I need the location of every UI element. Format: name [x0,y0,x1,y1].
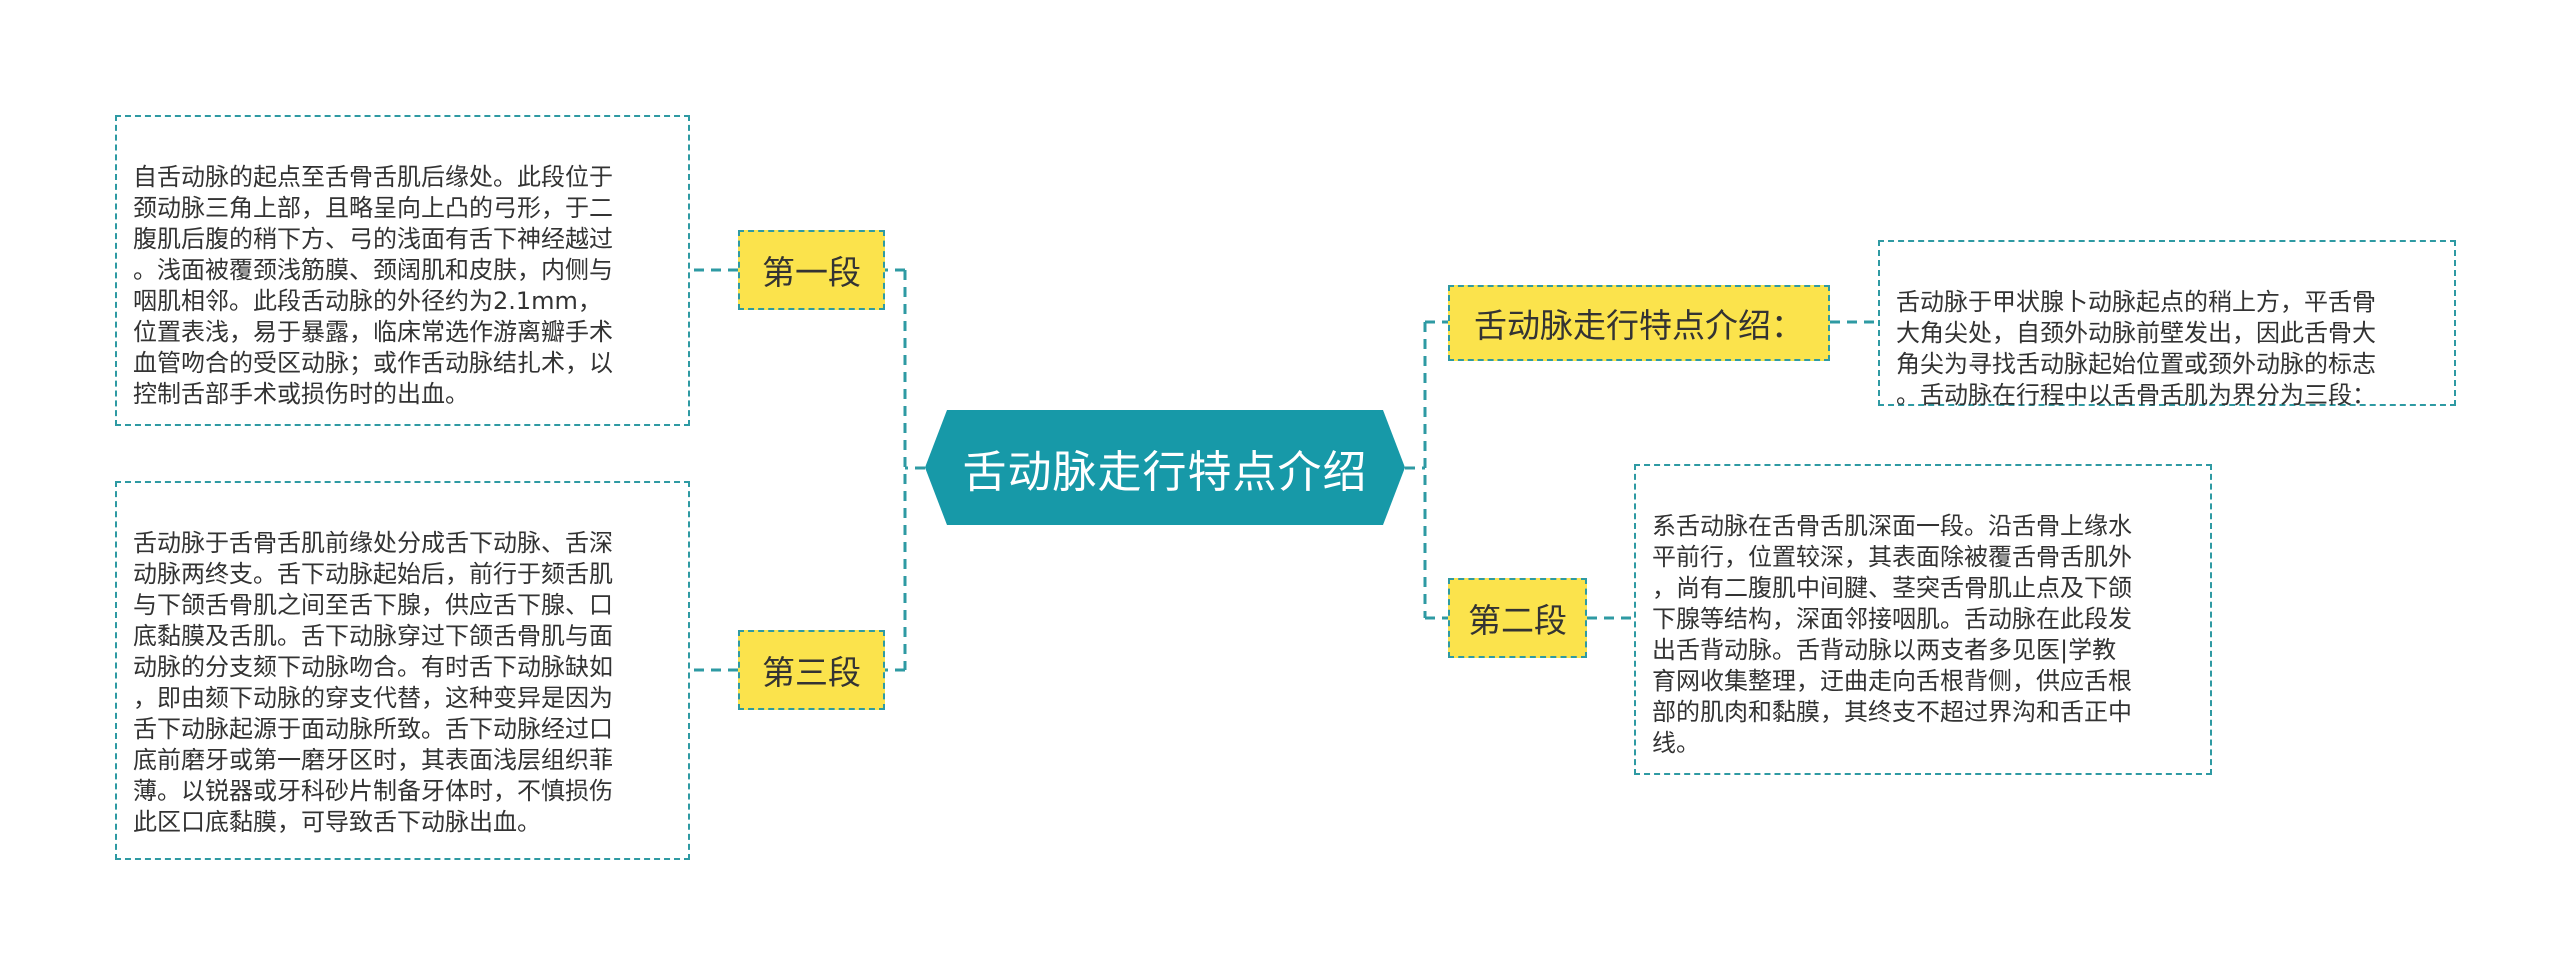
central-hexagon-shape [925,410,1405,525]
central-topic[interactable]: 舌动脉走行特点介绍 [925,410,1405,525]
central-topic-title: 舌动脉走行特点介绍 [962,446,1368,498]
branch-intro-label: 舌动脉走行特点介绍： [1474,306,1804,345]
branch-seg3[interactable]: 第三段 [738,630,885,710]
note-seg3: 舌动脉于舌骨舌肌前缘处分成舌下动脉、舌深 动脉两终支。舌下动脉起始后，前行于颏舌… [115,481,690,860]
note-seg2: 系舌动脉在舌骨舌肌深面一段。沿舌骨上缘水 平前行，位置较深，其表面除被覆舌骨舌肌… [1634,464,2212,775]
note-intro-text: 舌动脉于甲状腺卜动脉起点的稍上方，平舌骨 大角尖处，自颈外动脉前壁发出，因此舌骨… [1896,288,2376,409]
branch-seg1-label: 第一段 [762,253,861,292]
branch-seg3-label: 第三段 [762,653,861,692]
note-seg1-text: 自舌动脉的起点至舌骨舌肌后缘处。此段位于 颈动脉三角上部，且略呈向上凸的弓形，于… [133,163,613,408]
note-seg3-text: 舌动脉于舌骨舌肌前缘处分成舌下动脉、舌深 动脉两终支。舌下动脉起始后，前行于颏舌… [133,529,613,836]
note-seg2-text: 系舌动脉在舌骨舌肌深面一段。沿舌骨上缘水 平前行，位置较深，其表面除被覆舌骨舌肌… [1652,512,2132,757]
note-intro: 舌动脉于甲状腺卜动脉起点的稍上方，平舌骨 大角尖处，自颈外动脉前壁发出，因此舌骨… [1878,240,2456,409]
branch-seg2[interactable]: 第二段 [1448,578,1587,658]
branch-seg1[interactable]: 第一段 [738,230,885,310]
branch-seg2-label: 第二段 [1468,601,1567,640]
note-seg1: 自舌动脉的起点至舌骨舌肌后缘处。此段位于 颈动脉三角上部，且略呈向上凸的弓形，于… [115,115,690,426]
branch-intro[interactable]: 舌动脉走行特点介绍： [1448,285,1830,361]
